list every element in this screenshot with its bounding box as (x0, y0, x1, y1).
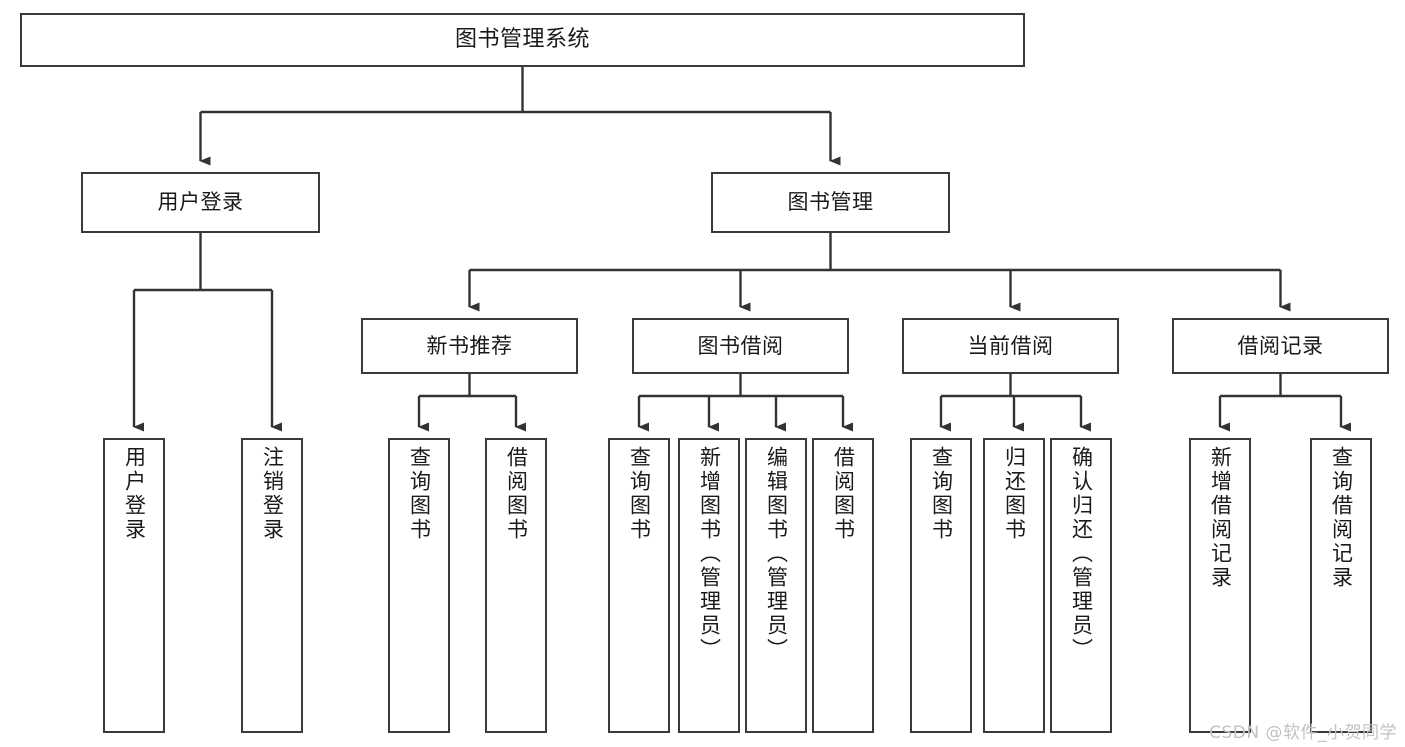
node-leaf-borrow-do[interactable]: 借阅图书 (812, 438, 874, 733)
node-leaf-rec-add[interactable]: 新增借阅记录 (1189, 438, 1251, 733)
node-leaf-rec-query-label: 查询图书 (407, 446, 432, 542)
node-leaf-cur-confirm[interactable]: 确认归还（管理员） (1050, 438, 1112, 733)
node-book-manage-label: 图书管理 (787, 190, 874, 215)
node-new-book-rec[interactable]: 新书推荐 (361, 318, 578, 374)
node-leaf-rec-borrow[interactable]: 借阅图书 (485, 438, 547, 733)
node-user-login[interactable]: 用户登录 (81, 172, 320, 233)
watermark-text: CSDN @软件_小贺同学 (1209, 723, 1397, 743)
node-leaf-user-login[interactable]: 用户登录 (103, 438, 165, 733)
node-user-login-label: 用户登录 (157, 190, 244, 215)
node-leaf-rec-query2[interactable]: 查询借阅记录 (1310, 438, 1372, 733)
node-current-borrow[interactable]: 当前借阅 (902, 318, 1119, 374)
node-leaf-cur-return-label: 归还图书 (1002, 446, 1027, 542)
node-leaf-borrow-do-label: 借阅图书 (831, 446, 856, 542)
node-leaf-user-logout[interactable]: 注销登录 (241, 438, 303, 733)
node-book-borrow-label: 图书借阅 (697, 333, 784, 358)
node-leaf-borrow-query-label: 查询图书 (627, 446, 652, 542)
node-book-manage[interactable]: 图书管理 (711, 172, 950, 233)
node-leaf-borrow-query[interactable]: 查询图书 (608, 438, 670, 733)
node-borrow-record[interactable]: 借阅记录 (1172, 318, 1389, 374)
node-leaf-cur-query-label: 查询图书 (929, 446, 954, 542)
node-book-borrow[interactable]: 图书借阅 (632, 318, 849, 374)
node-leaf-borrow-add-label: 新增图书（管理员） (697, 446, 722, 662)
node-root[interactable]: 图书管理系统 (20, 13, 1025, 67)
node-root-label: 图书管理系统 (454, 27, 590, 53)
node-borrow-record-label: 借阅记录 (1237, 333, 1324, 358)
node-leaf-rec-add-label: 新增借阅记录 (1208, 446, 1233, 590)
node-leaf-borrow-edit[interactable]: 编辑图书（管理员） (745, 438, 807, 733)
node-leaf-user-login-label: 用户登录 (122, 446, 147, 542)
node-leaf-cur-query[interactable]: 查询图书 (910, 438, 972, 733)
node-leaf-borrow-edit-label: 编辑图书（管理员） (764, 446, 789, 662)
node-current-borrow-label: 当前借阅 (967, 333, 1054, 358)
node-new-book-rec-label: 新书推荐 (426, 333, 513, 358)
node-leaf-rec-borrow-label: 借阅图书 (504, 446, 529, 542)
node-leaf-rec-query2-label: 查询借阅记录 (1329, 446, 1354, 590)
node-leaf-cur-confirm-label: 确认归还（管理员） (1069, 446, 1094, 662)
node-leaf-user-logout-label: 注销登录 (260, 446, 285, 542)
node-leaf-rec-query[interactable]: 查询图书 (388, 438, 450, 733)
node-leaf-cur-return[interactable]: 归还图书 (983, 438, 1045, 733)
node-leaf-borrow-add[interactable]: 新增图书（管理员） (678, 438, 740, 733)
